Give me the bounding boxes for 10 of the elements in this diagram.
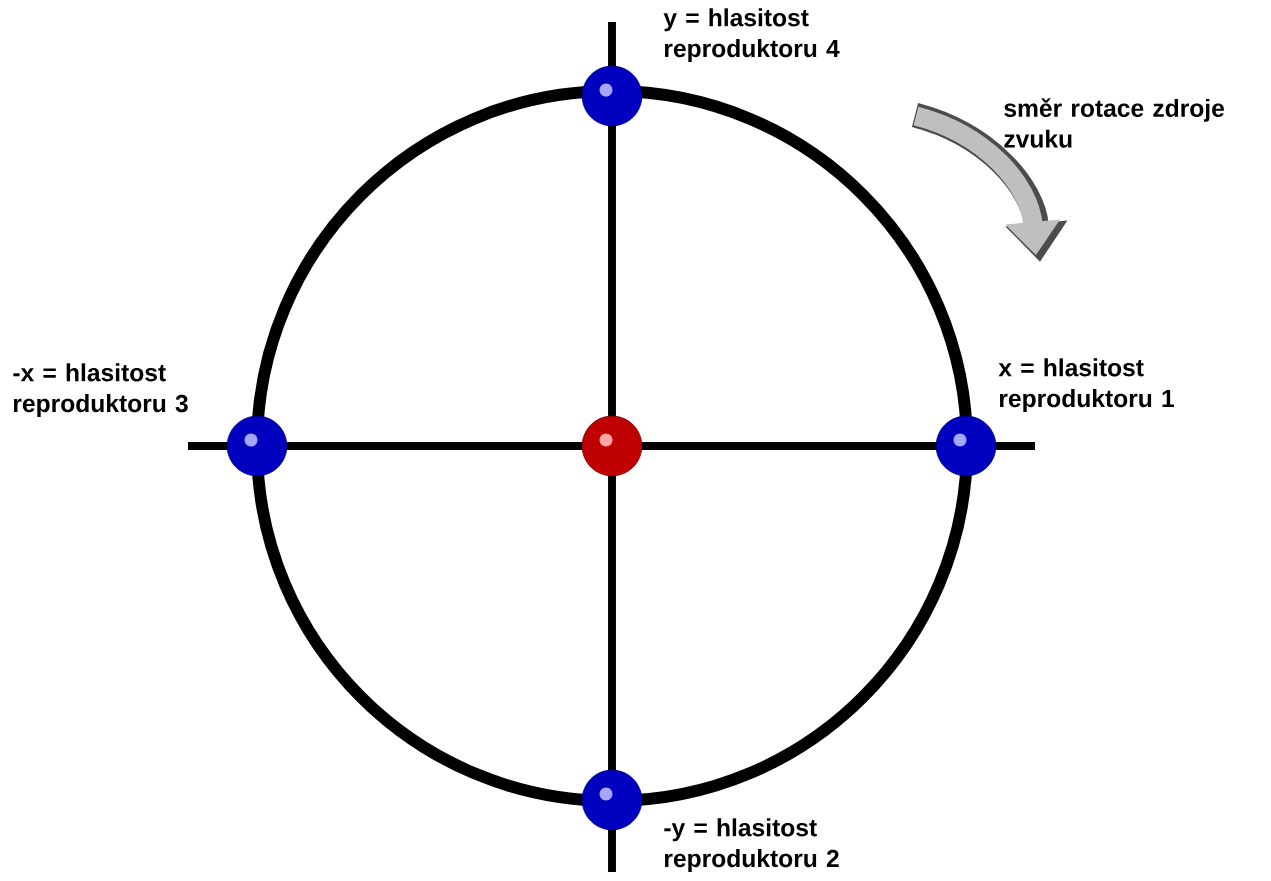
sphere bbox=[581, 65, 643, 127]
direction-label: směr rotace zdroje zvuku bbox=[1004, 98, 1224, 148]
speaker-label: -x = hlasitost reproduktoru 3 bbox=[13, 363, 188, 417]
speaker-label: x = hlasitost reproduktoru 1 bbox=[998, 358, 1174, 412]
sphere bbox=[581, 769, 643, 831]
sphere bbox=[226, 415, 288, 477]
speaker-label: -y = hlasitost reproduktoru 2 bbox=[664, 818, 839, 873]
sphere bbox=[581, 415, 643, 477]
sphere bbox=[935, 415, 997, 477]
speaker-label: y = hlasitost reproduktoru 4 bbox=[663, 8, 840, 62]
